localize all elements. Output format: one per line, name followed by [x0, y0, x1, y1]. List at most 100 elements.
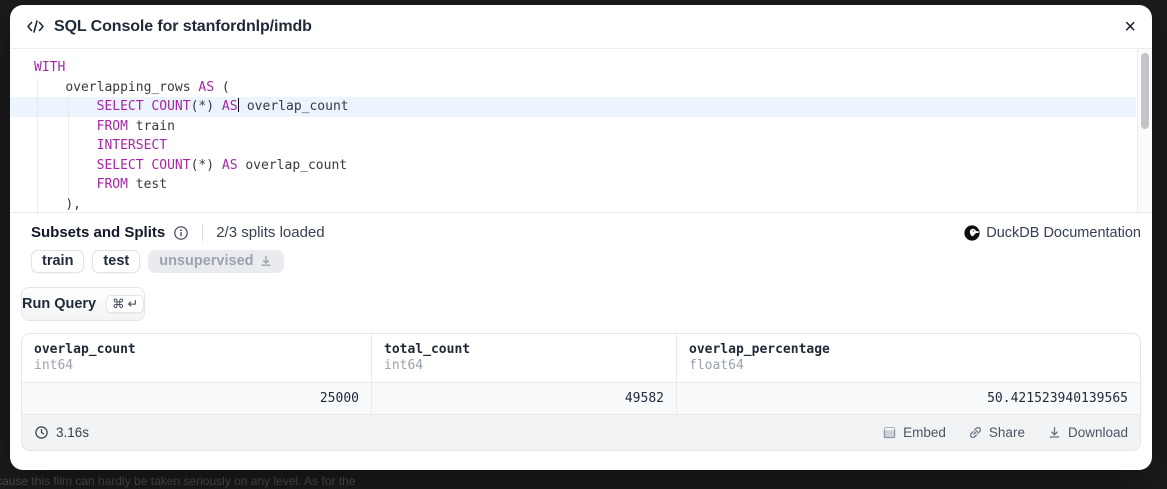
code-line: ),: [10, 194, 1136, 214]
code-line: SELECT COUNT(*) AS overlap_count: [10, 97, 1136, 117]
sql-text: overlapping_rows: [65, 79, 199, 95]
sql-keyword: INTERSECT: [96, 138, 168, 153]
split-chip-train[interactable]: train: [31, 250, 85, 273]
underlying-page-text: cause this film can hardly be taken seri…: [0, 474, 356, 488]
indent-guide: [37, 194, 38, 214]
column-name: total_count: [384, 342, 471, 357]
sql-text: [34, 119, 97, 134]
indent-guide: [37, 175, 38, 195]
sql-keyword: SELECT: [96, 157, 144, 173]
scrollbar-thumb[interactable]: [1141, 53, 1149, 129]
cell-total_count: 49582: [371, 383, 676, 414]
modal-header: SQL Console for stanfordnlp/imdb ×: [10, 5, 1152, 49]
sql-text: train: [127, 118, 175, 134]
indent-guide: [37, 97, 38, 117]
split-chip-label: train: [42, 253, 74, 269]
sql-console-modal: SQL Console for stanfordnlp/imdb × WITH …: [10, 5, 1152, 470]
duckdb-icon: [964, 224, 980, 241]
split-chip-unsupervised[interactable]: unsupervised: [148, 250, 284, 273]
download-icon: [1047, 425, 1062, 440]
sql-text: (*): [190, 99, 222, 114]
split-chip-test[interactable]: test: [92, 250, 141, 273]
sql-text: overlap_count: [237, 157, 348, 173]
modal-title: SQL Console for stanfordnlp/imdb: [54, 17, 312, 35]
sql-text: [34, 158, 97, 173]
text-cursor: [237, 98, 240, 112]
split-chip-label: test: [103, 253, 130, 269]
sql-text: (*): [190, 157, 222, 173]
column-name: overlap_percentage: [689, 342, 830, 357]
sql-keyword: AS: [221, 157, 238, 173]
sql-keyword: AS: [221, 99, 238, 114]
sql-text: (: [214, 79, 230, 95]
action-label: Download: [1067, 425, 1128, 440]
sql-text: [34, 138, 97, 153]
split-chip-label: unsupervised: [159, 253, 254, 269]
code-line: WITH: [10, 58, 1136, 78]
query-duration-value: 3.16s: [56, 425, 90, 440]
indent-guide: [37, 116, 38, 136]
splits-status: 2/3 splits loaded: [216, 224, 325, 241]
shortcut-key: ⌘: [112, 297, 125, 311]
code-icon: [26, 19, 45, 34]
sql-text: [34, 99, 97, 114]
sql-keyword: FROM: [96, 177, 128, 192]
cell-overlap_count: 25000: [22, 383, 371, 414]
indent-guide: [68, 136, 70, 156]
result-actions: Embed Share Download: [882, 425, 1128, 440]
indent-guide: [37, 136, 38, 156]
indent-guide: [68, 175, 70, 195]
indent-guide: [37, 77, 38, 97]
code-line: FROM train: [10, 116, 1136, 136]
share-button[interactable]: Share: [968, 425, 1025, 440]
shortcut-key: ↵: [127, 297, 139, 311]
indent-guide: [68, 116, 70, 136]
results-status-bar: 3.16s Embed Share Download: [22, 414, 1140, 450]
duckdb-docs-link[interactable]: DuckDB Documentation: [964, 225, 1141, 241]
divider: [202, 224, 204, 241]
sql-text: overlap_count: [239, 99, 349, 114]
download-button[interactable]: Download: [1047, 425, 1128, 440]
cell-overlap_percentage: 50.421523940139565: [676, 383, 1140, 414]
run-query-button[interactable]: Run Query ⌘↵: [21, 287, 146, 321]
run-query-label: Run Query: [22, 296, 97, 312]
action-label: Embed: [903, 425, 946, 440]
sql-editor[interactable]: WITH overlapping_rows AS ( SELECT COUNT(…: [10, 49, 1152, 214]
sql-keyword: SELECT: [96, 99, 144, 114]
close-button[interactable]: ×: [1124, 15, 1136, 38]
duckdb-docs-label: DuckDB Documentation: [986, 224, 1141, 241]
code-line: INTERSECT: [10, 136, 1136, 156]
indent-guide: [37, 155, 38, 175]
info-icon[interactable]: [173, 225, 189, 241]
column-type: int64: [384, 358, 424, 373]
column-type: int64: [34, 358, 74, 373]
embed-button[interactable]: Embed: [882, 425, 946, 440]
action-label: Share: [988, 425, 1025, 440]
sql-keyword: COUNT: [151, 157, 191, 173]
sql-text: [34, 177, 97, 192]
code-line: FROM test: [10, 175, 1136, 195]
column-type: float64: [689, 358, 744, 373]
split-chips: train test unsupervised: [10, 241, 1152, 273]
query-duration: 3.16s: [34, 425, 89, 440]
column-name: overlap_count: [34, 342, 136, 357]
indent-guide: [68, 155, 70, 175]
editor-scrollbar[interactable]: [1137, 49, 1152, 212]
sql-keyword: AS: [198, 79, 215, 95]
clock-icon: [35, 426, 48, 439]
sql-code: WITH overlapping_rows AS ( SELECT COUNT(…: [10, 49, 1136, 214]
embed-icon: [882, 425, 897, 440]
sql-keyword: COUNT: [151, 99, 191, 114]
splits-heading: Subsets and Splits: [31, 224, 166, 241]
sql-text: [34, 80, 65, 95]
sql-text: [34, 197, 65, 212]
sql-keyword: WITH: [34, 60, 66, 75]
code-line: overlapping_rows AS (: [10, 77, 1136, 97]
keyboard-shortcut-badge: ⌘↵: [106, 295, 145, 313]
